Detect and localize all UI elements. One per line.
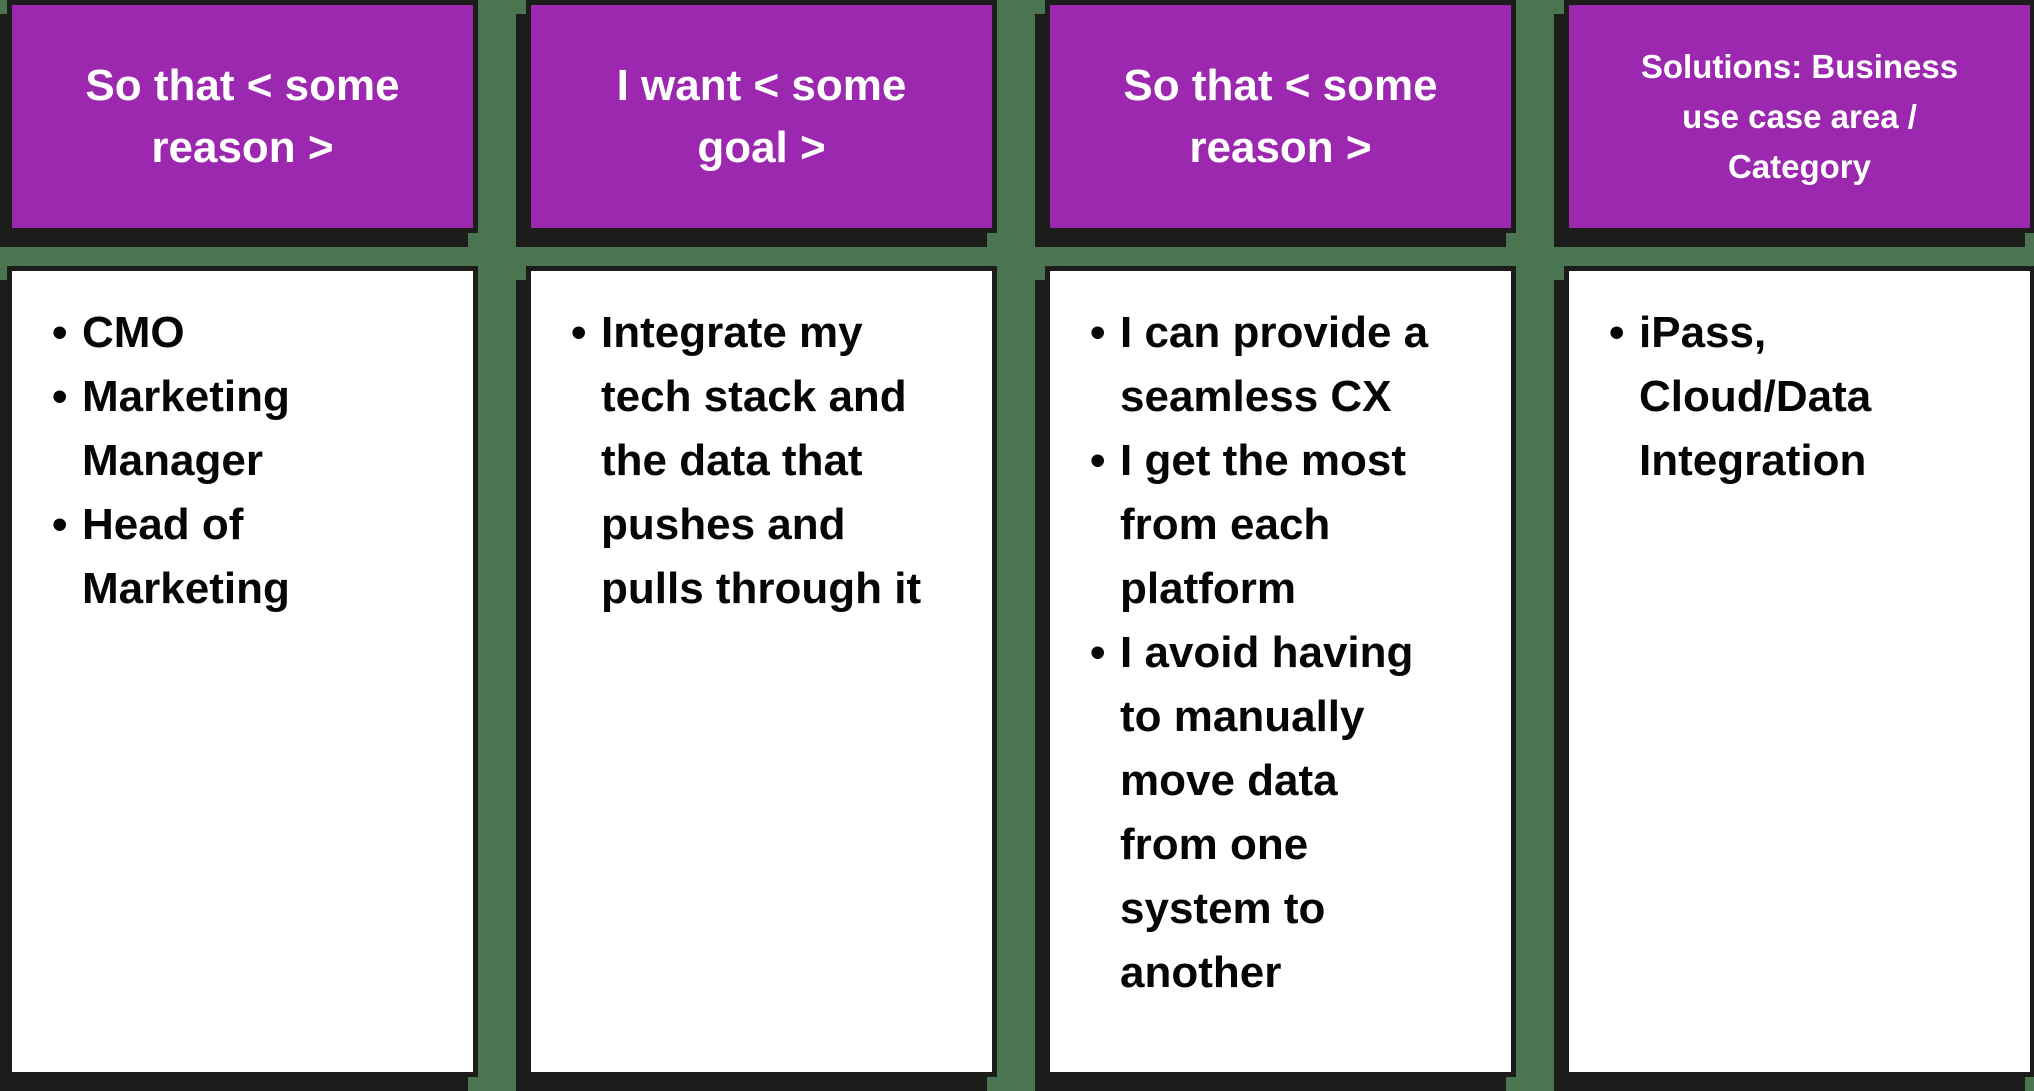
- column-so-that-reason-2: So that < some reason > • I can provide …: [1045, 0, 1516, 1091]
- column-card: • iPass, Cloud/Data Integration: [1564, 266, 2034, 1077]
- bullet-icon: •: [52, 500, 68, 549]
- column-card: • Integrate my tech stack and the data t…: [526, 266, 997, 1077]
- bullet-icon: •: [52, 372, 68, 421]
- bullet-icon: •: [571, 308, 587, 357]
- column-header-label: I want < some goal >: [616, 60, 907, 172]
- list-item-text: I get the most from each platform: [1120, 436, 1407, 613]
- list-item-text: I can provide a seamless CX: [1120, 308, 1429, 421]
- column-header-label: So that < some reason >: [85, 60, 400, 172]
- list-item-text: Marketing Manager: [82, 372, 290, 485]
- column-header-label: Solutions: Business use case area / Cate…: [1640, 47, 1959, 185]
- list-item: • I avoid having to manually move data f…: [1050, 621, 1511, 1005]
- list-item: • Integrate my tech stack and the data t…: [531, 301, 992, 621]
- list-item-text: Head of Marketing: [82, 500, 290, 613]
- bullet-icon: •: [1090, 628, 1106, 677]
- list-item-text: iPass, Cloud/Data Integration: [1639, 308, 1872, 485]
- column-header: So that < some reason >: [1045, 0, 1516, 233]
- column-card: • I can provide a seamless CX • I get th…: [1045, 266, 1516, 1077]
- column-so-that-reason-1: So that < some reason > • CMO • Marketin…: [7, 0, 478, 1091]
- list-item: • I get the most from each platform: [1050, 429, 1511, 621]
- list-item: • CMO: [12, 301, 473, 365]
- column-header: I want < some goal >: [526, 0, 997, 233]
- list-item-text: CMO: [82, 308, 185, 357]
- list-item: • I can provide a seamless CX: [1050, 301, 1511, 429]
- list-item-text: Integrate my tech stack and the data tha…: [601, 308, 922, 613]
- column-header-label: So that < some reason >: [1123, 60, 1438, 172]
- bullet-icon: •: [1090, 436, 1106, 485]
- bullet-icon: •: [1609, 308, 1625, 357]
- list-item: • iPass, Cloud/Data Integration: [1569, 301, 2030, 493]
- list-item: • Marketing Manager: [12, 365, 473, 493]
- column-i-want-goal: I want < some goal > • Integrate my tech…: [526, 0, 997, 1091]
- column-header: So that < some reason >: [7, 0, 478, 233]
- list-item-text: I avoid having to manually move data fro…: [1120, 628, 1414, 997]
- column-solutions-category: Solutions: Business use case area / Cate…: [1564, 0, 2034, 1091]
- bullet-icon: •: [52, 308, 68, 357]
- column-header: Solutions: Business use case area / Cate…: [1564, 0, 2034, 233]
- column-card: • CMO • Marketing Manager • Head of Mark…: [7, 266, 478, 1077]
- bullet-icon: •: [1090, 308, 1106, 357]
- list-item: • Head of Marketing: [12, 493, 473, 621]
